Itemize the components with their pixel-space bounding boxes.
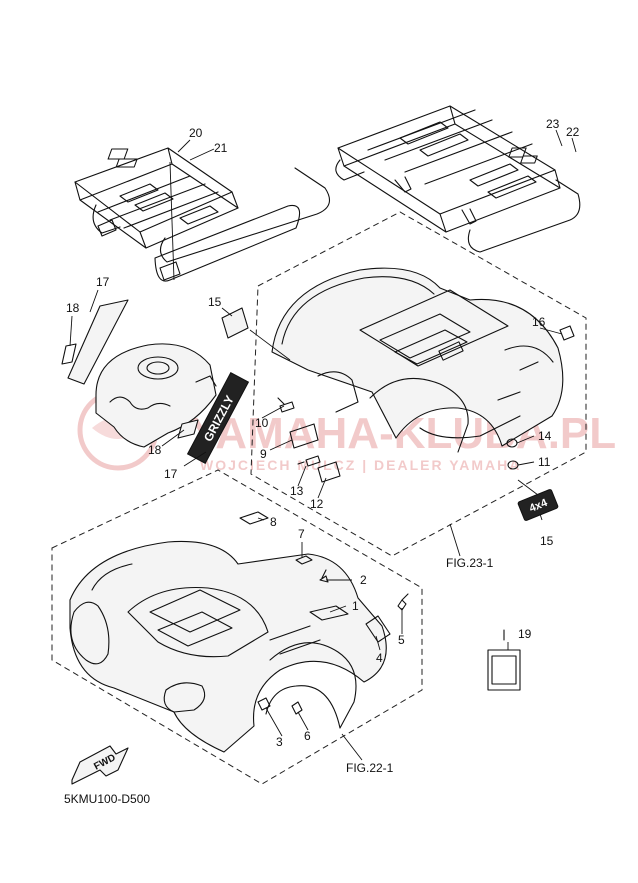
diagram-code: 5KMU100-D500 [64,792,150,806]
label-8 [239,511,269,525]
fig-ref-22-1: FIG.22-1 [346,761,394,775]
callout-16: 16 [532,315,546,329]
callout-7: 7 [298,527,305,541]
callout-23: 23 [546,117,560,131]
tank-cover [95,343,217,448]
label-16 [559,325,575,341]
fastener-6 [291,701,303,715]
front-group-outline [51,469,423,785]
watermark-sub: WOJCIECH MULCZ | DEALER YAMAHA [200,457,521,473]
callout-10: 10 [255,416,269,430]
callout-2: 2 [360,573,367,587]
label-22 [508,147,527,158]
callout-21: 21 [214,141,228,155]
callout-1: 1 [352,599,359,613]
leader-lines [69,129,577,761]
callout-4: 4 [376,651,383,665]
callout-8: 8 [270,515,277,529]
bolt-13 [297,455,321,467]
callout-13: 13 [290,484,304,498]
plate-12 [317,461,341,483]
decal-strip-17 [67,299,129,385]
rear-carrier [335,105,581,253]
callout-15a: 15 [208,295,222,309]
fwd-arrow: FWD [71,745,129,785]
decal-18 [61,343,77,365]
callout-9: 9 [260,447,267,461]
plate-9 [289,423,319,449]
callout-22: 22 [566,125,580,139]
label-20 [107,148,129,160]
rear-fender [271,267,564,453]
hang-tag-19 [487,629,521,691]
fig-ref-23-1: FIG.23-1 [446,556,494,570]
callout-19: 19 [518,627,532,641]
plate-4 [365,615,391,643]
callout-6: 6 [304,729,311,743]
rear-group-outline [250,211,587,557]
callout-14: 14 [538,429,552,443]
plate-1 [309,605,349,621]
callout-17b: 17 [164,467,178,481]
label-7 [295,555,313,565]
clip-2 [319,569,329,583]
callout-3: 3 [276,735,283,749]
callout-18a: 18 [66,301,80,315]
bolt-5 [397,593,409,611]
callout-5: 5 [398,633,405,647]
four-by-four-emblem: 4x4 [517,489,559,521]
callout-20: 20 [189,126,203,140]
warning-label-15a [221,307,249,339]
label-21 [115,158,138,168]
bolt-10 [277,397,295,413]
callout-17a: 17 [96,275,110,289]
front-carrier [74,147,331,282]
callouts: 20 21 23 22 17 18 15 16 10 9 13 12 14 11… [66,117,580,749]
fastener-3 [257,697,271,711]
label-23 [520,155,538,164]
callout-18b: 18 [148,443,162,457]
callout-12: 12 [310,497,324,511]
callout-15b: 15 [540,534,554,548]
callout-11: 11 [538,455,551,469]
front-fender [69,540,387,753]
